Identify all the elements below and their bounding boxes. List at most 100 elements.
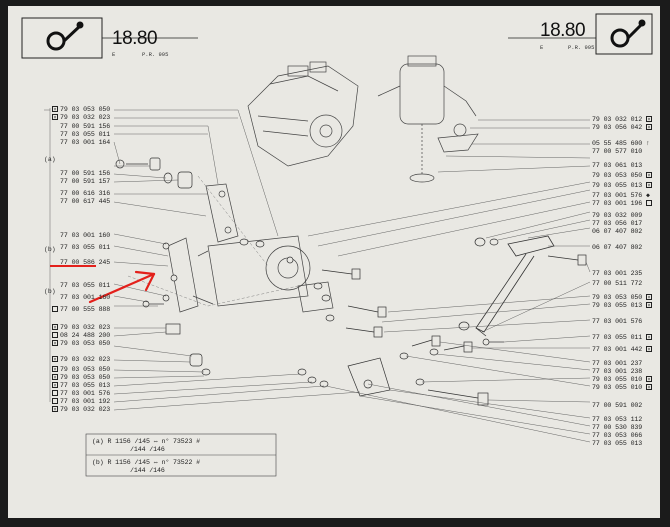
hardware-parts (115, 157, 587, 406)
page-number-right: 18.80 (540, 20, 586, 41)
part-number: 79 03 032 023 (52, 114, 110, 122)
part-number: 05 55 485 600 ↑ (592, 140, 650, 147)
page-sub-pr-right: P.R. 995 (568, 44, 595, 51)
part-number: 79 03 055 010 (592, 376, 654, 384)
qty-box-icon (52, 406, 58, 413)
part-number: 77 03 055 011 (60, 131, 111, 138)
qty-box-icon (52, 374, 58, 381)
qty-box-icon (646, 172, 652, 179)
part-number: 06 07 407 802 (592, 228, 643, 235)
part-number: 06 07 407 802 (592, 244, 643, 251)
part-number: 77 03 001 238 (592, 368, 643, 375)
part-number: 79 03 053 050 (52, 340, 110, 348)
qty-box-icon (646, 376, 652, 383)
qty-box-icon (52, 106, 58, 113)
distributor-sketch (377, 55, 479, 183)
part-number: 77 03 055 013 (592, 440, 643, 447)
belt-icon (46, 21, 84, 51)
part-number: 77 03 001 160 (60, 232, 111, 239)
group-label-a: (a) (44, 156, 56, 163)
part-number: 79 03 053 050 (52, 106, 110, 114)
footnote-a-line2: /144 /146 (130, 446, 165, 453)
part-number: 77 03 001 196 (592, 200, 654, 208)
part-number: 77 03 001 576 ◆ (592, 192, 650, 199)
part-number: 77 03 061 013 (592, 162, 643, 169)
part-number: 77 00 591 002 (592, 402, 643, 409)
part-number: 79 03 053 050 (592, 172, 654, 180)
part-number: 79 03 055 013 (592, 302, 654, 310)
part-number: 77 03 001 192 (52, 398, 110, 406)
qty-box-icon (52, 340, 58, 347)
qty-box-icon (52, 382, 58, 389)
part-number: 77 03 001 237 (592, 360, 643, 367)
page-sub-e-right: E (540, 44, 544, 51)
qty-box-icon (646, 116, 652, 123)
footnote-b-line2: /144 /146 (130, 467, 165, 474)
part-number: 79 03 055 013 (592, 182, 654, 190)
footnote-a: (a) R 1156 /145 ⇔ n° 73523 # (92, 438, 201, 445)
qty-box-icon (52, 398, 58, 405)
part-number: 79 03 032 023 (52, 324, 110, 332)
adjusting-strap (475, 235, 555, 337)
qty-box-icon (52, 390, 58, 397)
qty-box-icon (646, 384, 652, 391)
page-sub-pr-left: P.R. 995 (142, 51, 169, 58)
part-number: 77 03 001 164 (60, 139, 111, 146)
page-number-left: 18.80 (112, 28, 158, 49)
arrow-up-icon: ↑ (646, 140, 650, 147)
part-number-highlighted: 77 00 586 245 (60, 259, 111, 266)
qty-box-icon (52, 356, 58, 363)
part-number: 77 03 001 160 (60, 294, 111, 301)
part-number: 79 03 056 042 (592, 124, 654, 132)
exploded-diagram (21, 13, 653, 477)
belt-icon (610, 19, 646, 48)
qty-box-icon (52, 366, 58, 373)
part-number: 77 03 055 011 (592, 334, 654, 342)
part-number: 77 00 577 010 (592, 148, 643, 155)
part-number: 77 03 001 576 (52, 390, 110, 398)
qty-box-icon (646, 334, 652, 341)
qty-box-icon (646, 302, 652, 309)
part-number: 77 03 055 013 (52, 382, 110, 390)
engine-sketch (247, 61, 359, 167)
part-number: 77 00 530 839 (592, 424, 643, 431)
part-number: 79 03 055 010 (592, 384, 654, 392)
part-number: 79 03 053 050 (52, 374, 110, 382)
part-number: 77 00 511 772 (592, 280, 643, 287)
part-number: 77 03 001 442 (592, 346, 654, 354)
part-number: 77 00 616 316 (60, 190, 111, 197)
group-label-b2: (b) (44, 288, 56, 295)
qty-box-icon (646, 200, 652, 207)
qty-box-icon (646, 124, 652, 131)
part-number: 77 03 055 011 (60, 282, 111, 289)
dashed-guides (127, 175, 299, 307)
header-right-box (595, 13, 653, 55)
part-number: 77 00 617 445 (60, 198, 111, 205)
part-number: 77 03 053 112 (592, 416, 643, 423)
part-number: 77 03 001 235 (592, 270, 643, 277)
footnote-b: (b) R 1156 /145 ⇔ n° 73522 # (92, 459, 201, 466)
double-arrow-icon: ◆ (646, 192, 650, 199)
group-label-b: (b) (44, 246, 56, 253)
part-number: 79 03 032 023 (52, 406, 110, 414)
qty-box-icon (646, 182, 652, 189)
part-number: 77 03 055 011 (60, 244, 111, 251)
part-number: 77 00 591 157 (60, 178, 111, 185)
part-number: 79 03 053 050 (592, 294, 654, 302)
part-number: 77 00 555 888 (52, 306, 110, 314)
part-number: 77 03 053 066 (592, 432, 643, 439)
part-number: 77 00 591 156 (60, 170, 111, 177)
qty-box-icon (646, 294, 652, 301)
part-number: 79 03 032 009 (592, 212, 643, 219)
qty-box-icon (52, 306, 58, 313)
catalog-page: 18.80 E P.R. 995 18.80 E P.R. 995 (a) (b… (8, 6, 660, 518)
alternator-sketch (167, 183, 334, 313)
qty-box-icon (646, 346, 652, 353)
qty-box-icon (52, 332, 58, 339)
qty-box-icon (52, 324, 58, 331)
red-arrow (88, 270, 156, 304)
leader-lines (307, 119, 591, 443)
qty-box-icon (52, 114, 58, 121)
part-number: 79 03 053 050 (52, 366, 110, 374)
part-number: 77 03 056 017 (592, 220, 643, 227)
